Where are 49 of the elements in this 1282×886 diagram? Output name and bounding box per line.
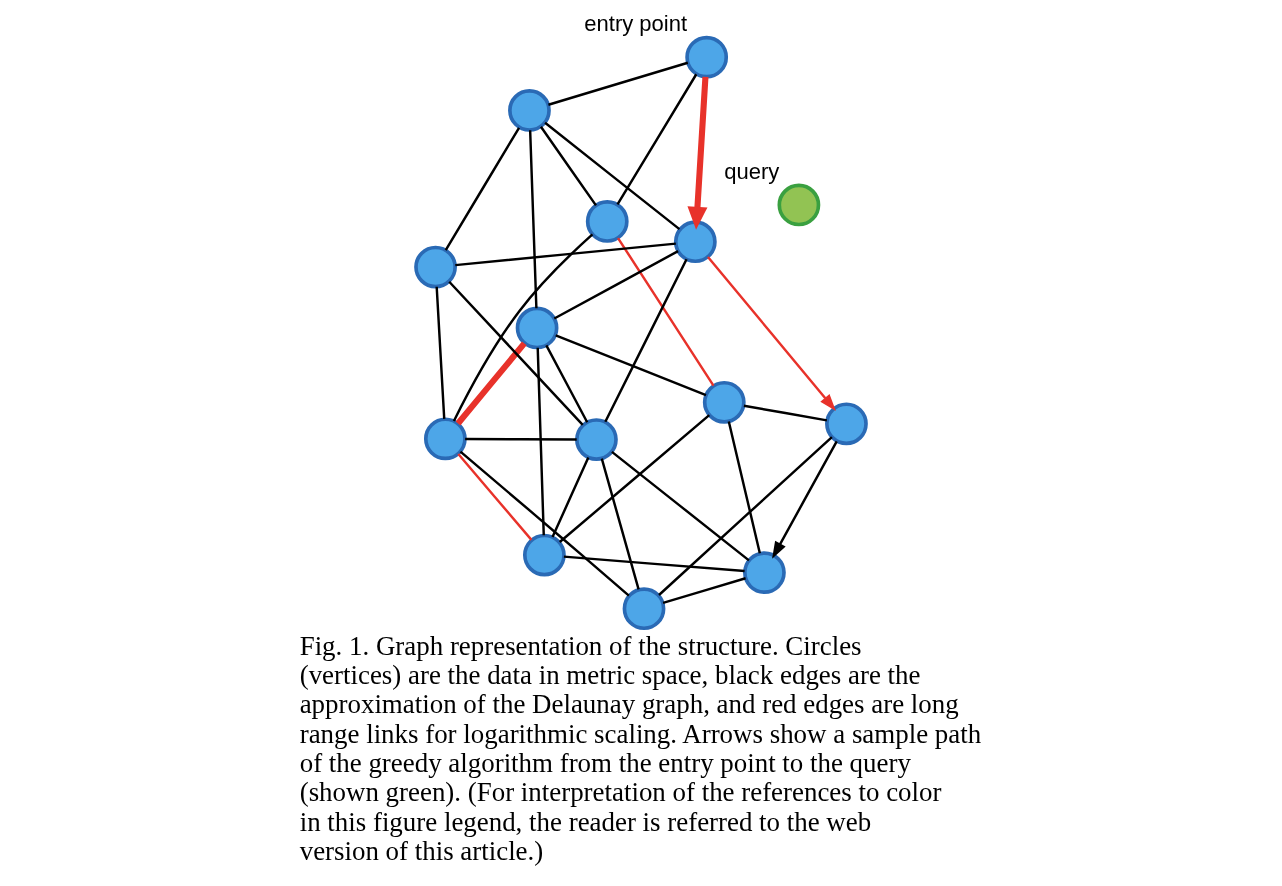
connector [455, 242, 676, 267]
node-circle [423, 417, 467, 461]
node-circle [777, 183, 821, 227]
connector [448, 280, 584, 426]
node-label: query [724, 158, 780, 184]
connector [544, 121, 681, 231]
node-circle [743, 551, 786, 595]
connector [662, 577, 746, 605]
node-circle [508, 89, 551, 132]
node-circle [825, 402, 868, 446]
node-circle [575, 418, 618, 461]
node-circle [515, 306, 559, 350]
arrow [687, 76, 709, 230]
connector [528, 130, 538, 309]
connector [551, 457, 590, 538]
connector [539, 126, 597, 207]
connector [452, 233, 594, 422]
connector [617, 237, 715, 387]
node-circle [585, 200, 629, 243]
connector [444, 127, 521, 251]
connector [536, 347, 545, 536]
caption: Fig. 1. Graph representation of the structure. Circles (vertices) are the data in metric space, black edges are the approximation of the Delaunay graph, and red edges are long range links for logarithmic scaling. Arrows show a sample path of the greedy algorithm from the entry point to the query (shown green). (For interpretation of the references to color in this figure legend, the reader is referred to the web version of this article.) [299, 630, 982, 867]
connector [743, 404, 828, 422]
arrow [772, 440, 838, 559]
connector [548, 61, 689, 106]
connector [457, 453, 533, 541]
arrow [707, 256, 836, 412]
node-circle [414, 245, 457, 289]
connector [455, 341, 527, 426]
connector [459, 450, 630, 597]
connector [553, 250, 679, 320]
connector [611, 450, 750, 562]
connector [555, 334, 707, 397]
connector [727, 421, 762, 554]
connector [558, 414, 711, 543]
node-circle [622, 587, 666, 631]
connector [563, 555, 745, 573]
connector [600, 458, 640, 590]
connector [604, 258, 688, 423]
node-circle [702, 380, 746, 424]
connector [465, 437, 577, 441]
node-circle [523, 533, 566, 577]
connector [616, 73, 698, 206]
node-circle [673, 220, 717, 264]
connector [658, 436, 833, 596]
node-label: entry point [584, 10, 688, 36]
connector [545, 344, 589, 423]
connector [435, 286, 446, 419]
node-circle [685, 35, 729, 79]
